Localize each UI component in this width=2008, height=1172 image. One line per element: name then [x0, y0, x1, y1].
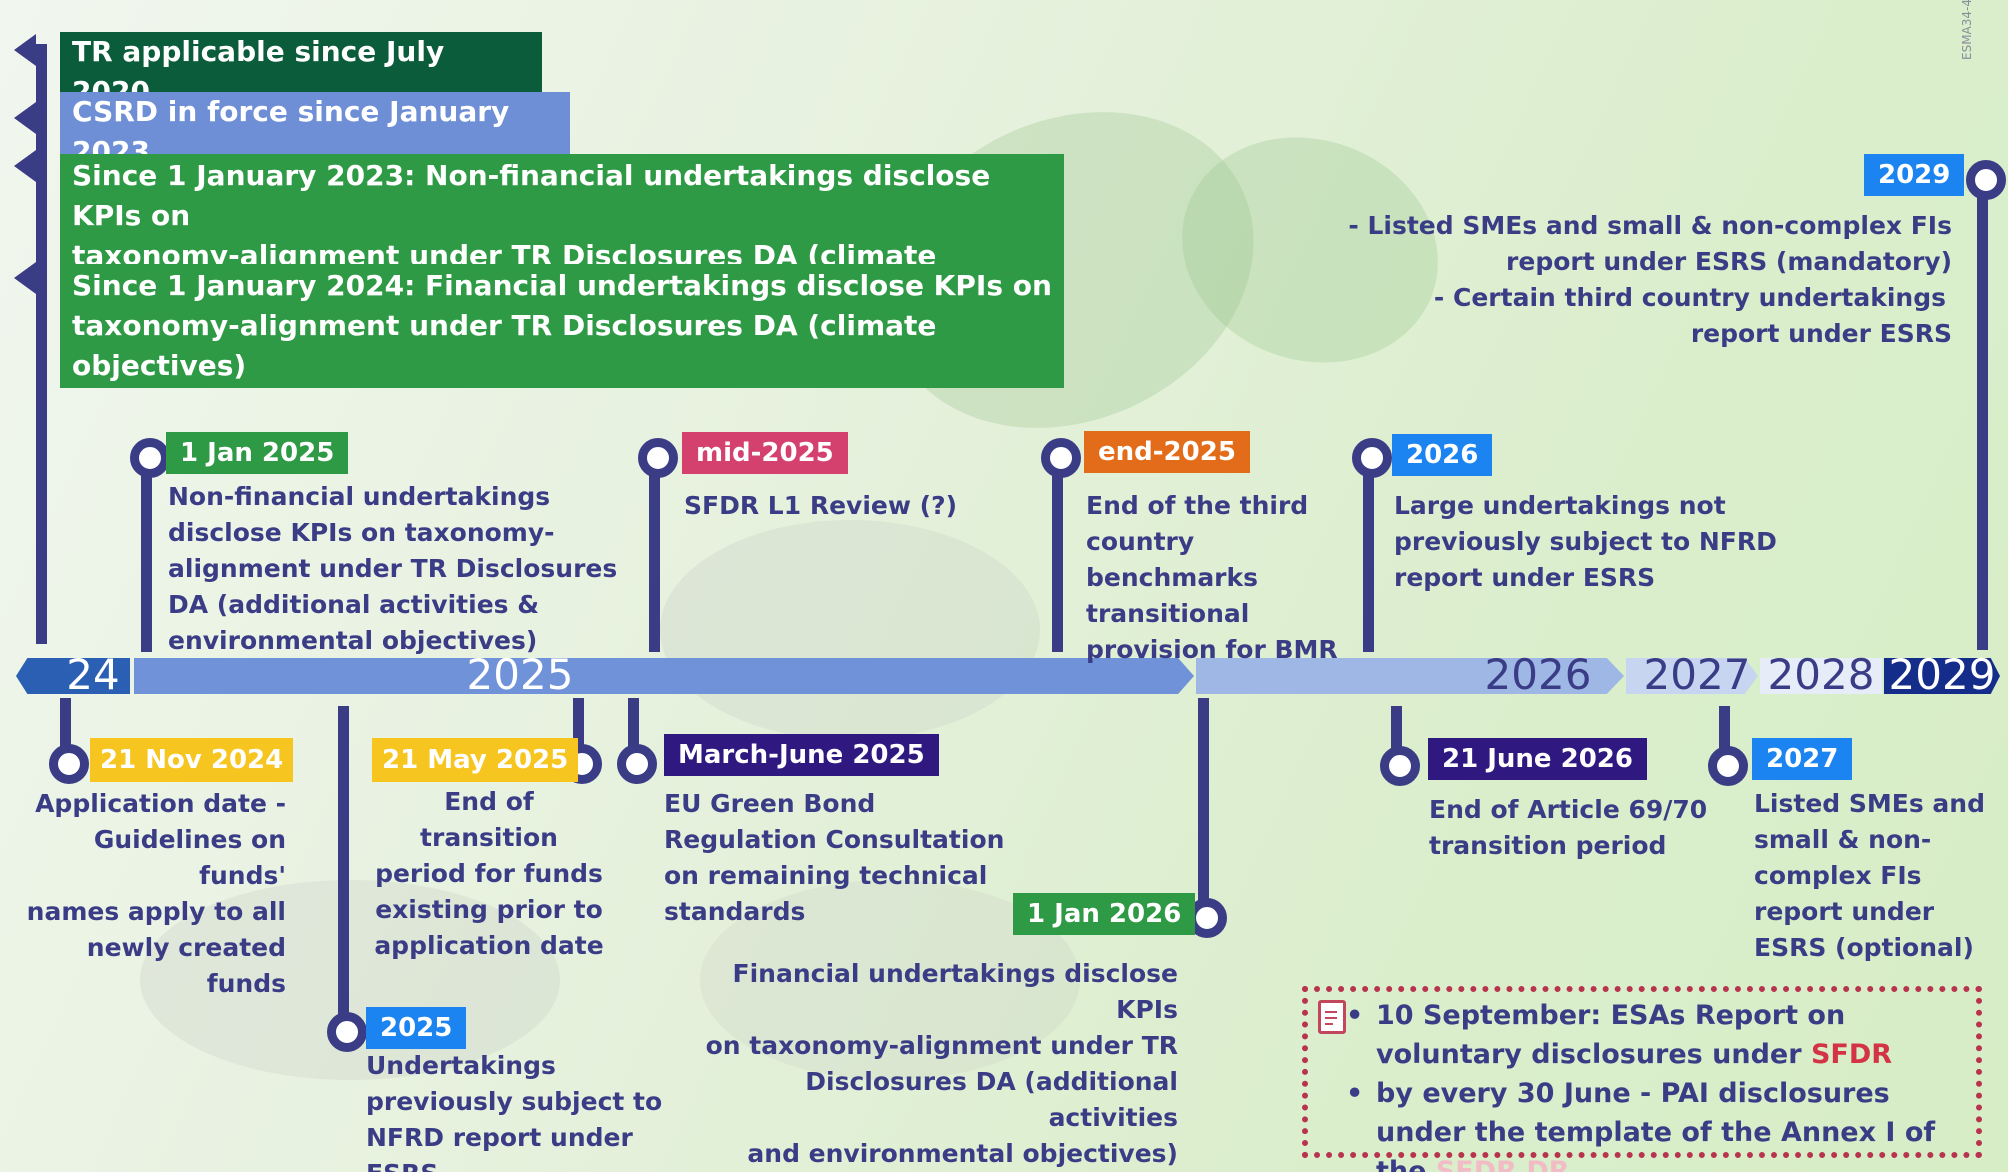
tag-2026: 2026 [1392, 434, 1493, 476]
pin-head-2029 [1966, 160, 2006, 200]
text-jun-2026: End of Article 69/70 transition period [1429, 795, 1708, 860]
text-mid-2025: SFDR L1 Review (?) [684, 491, 957, 520]
pin-2025 [338, 706, 349, 1026]
text-2027: Listed SMEs and small & non-complex FIs … [1754, 789, 1985, 962]
text-2025: Undertakings previously subject to NFRD … [366, 1051, 663, 1172]
pin-mid-2025 [649, 456, 660, 652]
pin-head-2025 [327, 1012, 367, 1052]
text-jan-2026-line-4: and environmental objectives) [747, 1139, 1178, 1168]
axis-segment-2028 [1760, 658, 1882, 694]
pin-nov-2024 [60, 698, 71, 754]
tag-mid-2025: mid-2025 [682, 432, 848, 474]
pin-head-2026 [1352, 438, 1392, 478]
banner-flag-3 [14, 150, 36, 182]
pin-end-2025 [1052, 456, 1063, 652]
pin-2027 [1719, 706, 1730, 756]
text-jan-2026: Financial undertakings disclose KPIs on … [690, 956, 1178, 1172]
axis-segment-2026 [1196, 658, 1624, 694]
pin-jan-2025 [141, 456, 152, 652]
text-nov-2024-line-3: names apply to all [26, 897, 286, 926]
axis-label-2026: 2026 [1484, 650, 1592, 699]
pin-head-nov-2024 [49, 744, 89, 784]
axis-label-2028: 2028 [1767, 650, 1875, 699]
pin-2026 [1363, 456, 1374, 652]
note-item-2: by every 30 June - PAI disclosures under… [1328, 1074, 1968, 1172]
note-item-1: 10 September: ESAs Report on voluntary d… [1328, 996, 1968, 1074]
pin-head-mid-2025 [638, 438, 678, 478]
axis-segment-2027 [1626, 658, 1758, 694]
axis-segment-2025 [134, 658, 1194, 694]
banner-financial-2024: Since 1 January 2024: Financial undertak… [60, 264, 1064, 388]
pin-jun-2026 [1391, 706, 1402, 756]
note-box: 10 September: ESAs Report on voluntary d… [1302, 986, 1982, 1172]
tag-2025: 2025 [366, 1007, 467, 1049]
axis-segment-2024 [16, 658, 130, 694]
text-nov-2024: Application date - Guidelines on funds' … [20, 786, 286, 1002]
text-2029-line-1: - Listed SMEs and small & non-complex FI… [1348, 211, 1952, 240]
text-mar-jun-2025: EU Green Bond Regulation Consultation on… [664, 789, 1005, 926]
tag-jan-2026: 1 Jan 2026 [1013, 893, 1196, 935]
text-may-2025-line-1: End of transition [420, 787, 558, 852]
text-may-2025-line-4: application date [374, 931, 604, 960]
text-nov-2024-line-2: Guidelines on funds' [93, 825, 286, 890]
text-2029-line-4: report under ESRS [1690, 319, 1952, 348]
document-code: ESMA34-45-1 [1960, 0, 1974, 60]
banner-flag-1 [14, 34, 36, 66]
tag-2027: 2027 [1752, 738, 1853, 780]
text-jan-2026-line-2: on taxonomy-alignment under TR [705, 1031, 1178, 1060]
pin-mar-jun-2025 [628, 698, 639, 754]
text-jan-2026-line-1: Financial undertakings disclose KPIs [732, 959, 1178, 1024]
pin-head-mar-jun-2025 [617, 744, 657, 784]
pin-head-2027 [1708, 746, 1748, 786]
text-end-2025: End of the third country benchmarks tran… [1086, 491, 1338, 664]
tag-end-2025: end-2025 [1084, 431, 1250, 473]
text-nov-2024-line-4: newly created funds [86, 933, 286, 998]
text-jan-2025: Non-financial undertakings disclose KPIs… [168, 482, 618, 655]
text-may-2025: End of transition period for funds exist… [374, 784, 604, 964]
text-2029-line-2: report under ESRS (mandatory) [1506, 247, 1952, 276]
background-coin [660, 520, 1040, 740]
pin-head-end-2025 [1041, 438, 1081, 478]
axis-label-2025: 2025 [466, 650, 574, 699]
pin-2029 [1977, 190, 1988, 650]
text-jan-2026-line-3: Disclosures DA (additional activities [805, 1067, 1178, 1132]
text-may-2025-line-3: existing prior to [375, 895, 603, 924]
tag-jun-2026: 21 June 2026 [1428, 738, 1647, 780]
tag-2029: 2029 [1864, 154, 1965, 196]
text-2026: Large undertakings not previously subjec… [1394, 491, 1777, 592]
pin-may-2025 [573, 698, 584, 754]
pin-jan-2026 [1198, 698, 1209, 906]
axis-segment-2029 [1884, 658, 2000, 694]
axis-label-2027: 2027 [1643, 650, 1751, 699]
banner-flag-2 [14, 102, 36, 134]
tag-may-2025: 21 May 2025 [372, 738, 579, 782]
text-2029: - Listed SMEs and small & non-complex FI… [1330, 208, 1952, 352]
text-2029-line-3: - Certain third country undertakings [1433, 283, 1946, 312]
pin-head-jan-2025 [130, 438, 170, 478]
banner-flag-4 [14, 262, 36, 294]
tag-jan-2025: 1 Jan 2025 [166, 432, 349, 474]
axis-label-2024: 24 [66, 650, 120, 699]
text-may-2025-line-2: period for funds [375, 859, 603, 888]
left-history-pole [36, 44, 47, 644]
text-nov-2024-line-1: Application date - [35, 789, 286, 818]
pin-head-jun-2026 [1380, 746, 1420, 786]
axis-label-2029: 2029 [1888, 650, 1996, 699]
tag-mar-jun-2025: March-June 2025 [664, 734, 939, 776]
tag-nov-2024: 21 Nov 2024 [90, 738, 294, 782]
